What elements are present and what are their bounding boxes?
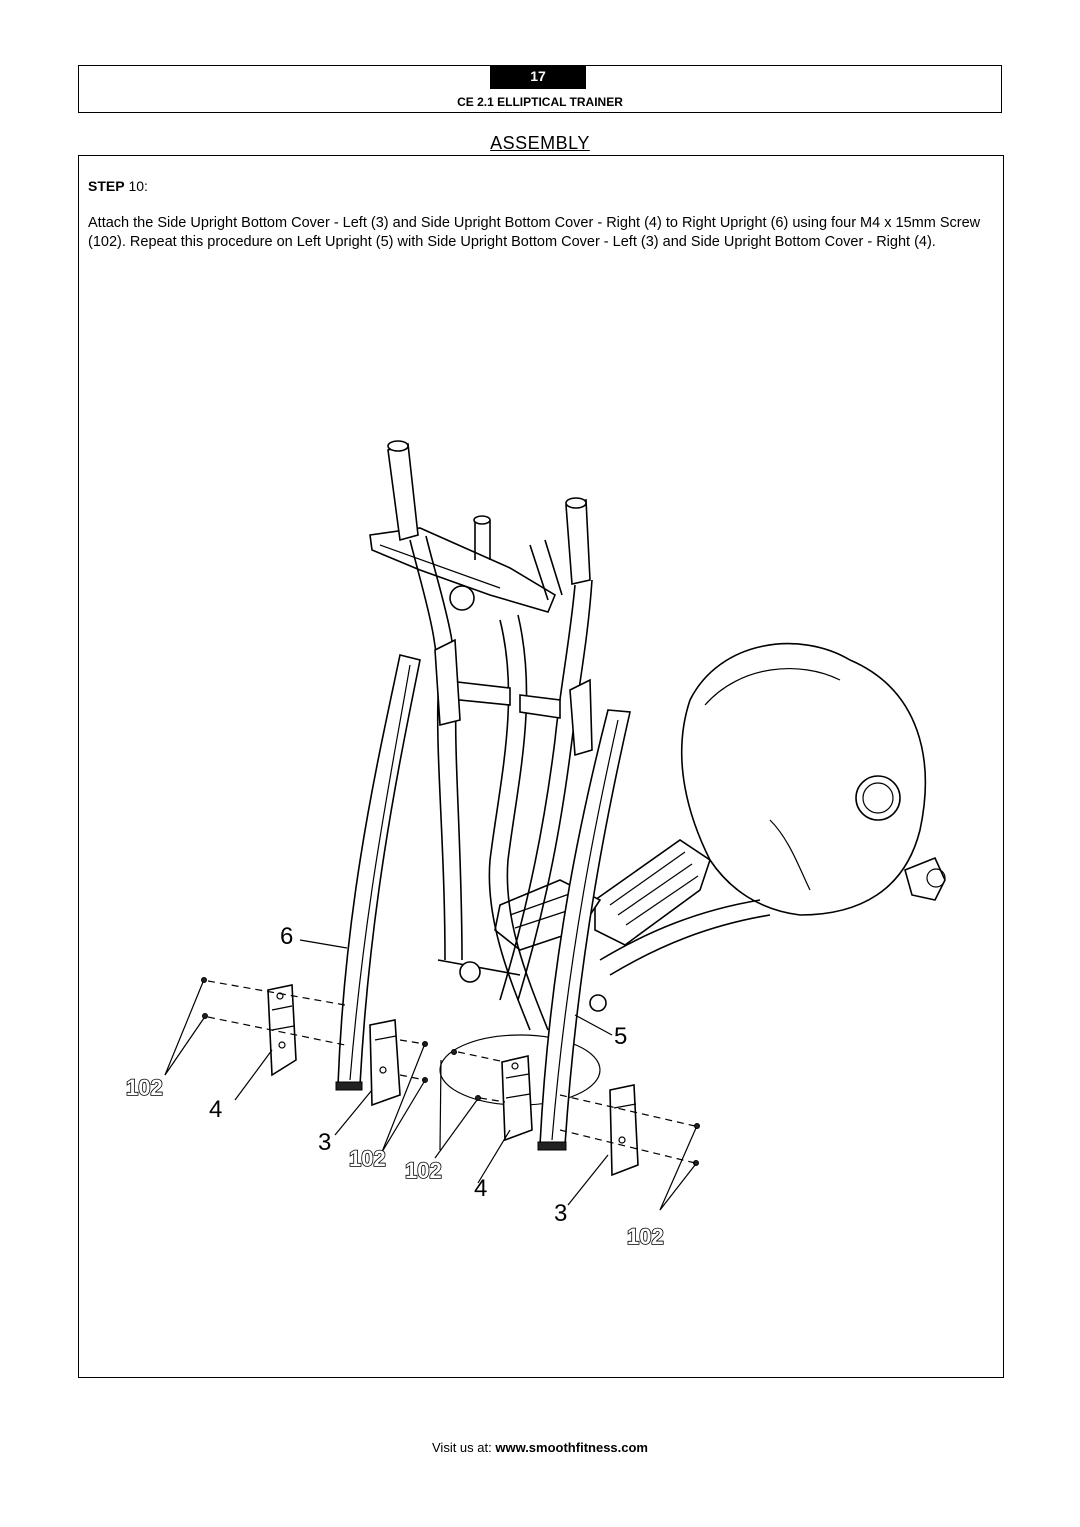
- handlebar-right: [499, 497, 593, 1001]
- callout-5: 5: [614, 1023, 627, 1050]
- screws: [201, 977, 700, 1166]
- callout-4-left: 4: [209, 1096, 222, 1123]
- footer-url: www.smoothfitness.com: [495, 1440, 648, 1455]
- part-102-label-c: 102: [405, 1158, 442, 1183]
- callout-6: 6: [280, 923, 293, 950]
- callout-3-left: 3: [318, 1129, 331, 1156]
- step-instructions: Attach the Side Upright Bottom Cover - L…: [88, 215, 981, 250]
- post-center: [474, 520, 491, 560]
- part-102-label-b: 102: [349, 1146, 386, 1171]
- callout-4-right: 4: [474, 1175, 487, 1202]
- upright-6: [335, 654, 421, 1091]
- flywheel-housing: [680, 642, 946, 916]
- cover-part-3-left: [369, 1019, 401, 1107]
- console: [369, 527, 557, 613]
- post-cap: [473, 515, 491, 525]
- post-right: [529, 539, 563, 601]
- step-heading: STEP 10:: [88, 178, 148, 194]
- cover-part-4-right: [501, 1055, 533, 1142]
- document-title: CE 2.1 ELLIPTICAL TRAINER: [457, 95, 623, 109]
- center-column: [437, 614, 607, 1031]
- upright-5: [537, 709, 631, 1151]
- step-label: STEP: [88, 178, 125, 194]
- step-suffix: :: [144, 178, 148, 194]
- footer-prefix: Visit us at:: [432, 1440, 496, 1455]
- bracket-right: [569, 678, 593, 757]
- bracket-left: [434, 638, 461, 727]
- part-102-label-d: 102: [627, 1224, 664, 1249]
- part-102-label-a: 102: [126, 1075, 163, 1100]
- cover-part-4-left: [267, 984, 297, 1077]
- footer: Visit us at: www.smoothfitness.com: [0, 1440, 1080, 1455]
- callout-3-right: 3: [554, 1200, 567, 1227]
- content-frame: [78, 155, 1004, 1378]
- assembly-diagram: 6 5 4 3 4 3 102 102 102 102: [125, 440, 946, 1250]
- pedal-right: [594, 839, 711, 946]
- assembly-lines: [207, 980, 696, 1164]
- leader-lines: [164, 939, 697, 1211]
- page-number-badge: 17: [490, 65, 586, 89]
- step-number: 10: [128, 178, 145, 194]
- cover-part-3-right: [609, 1084, 639, 1177]
- crossbar-mid: [519, 694, 561, 719]
- section-title: ASSEMBLY: [490, 133, 590, 153]
